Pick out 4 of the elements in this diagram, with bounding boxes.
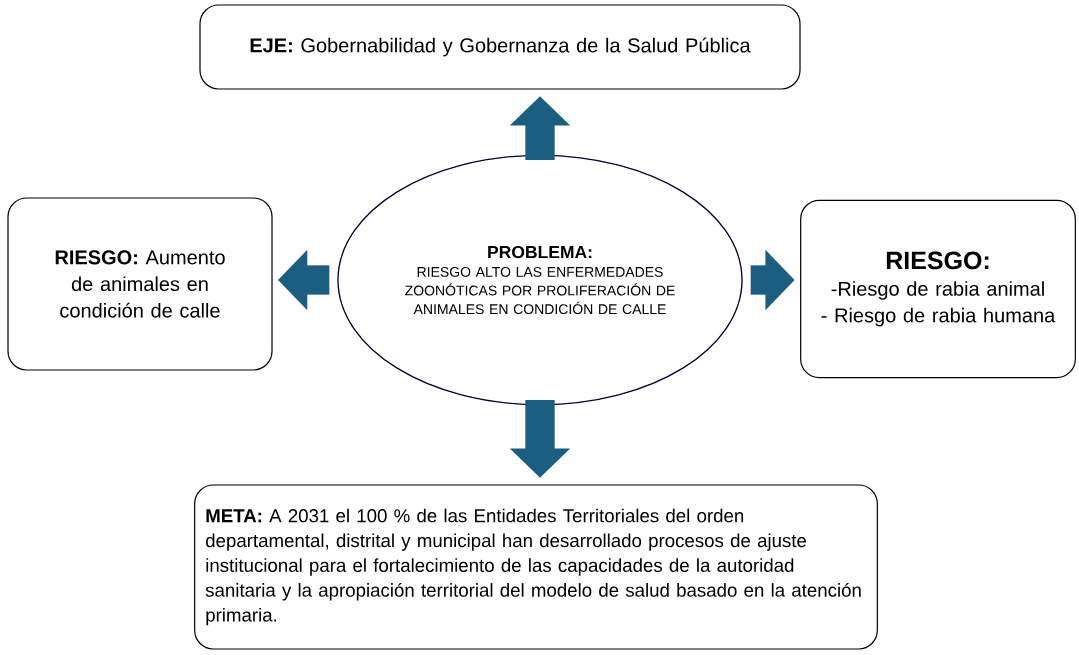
risk-box: RIESGO: -Riesgo de rabia animal - Riesgo de rabia humana: [800, 199, 1076, 379]
risk-box: RIESGO: Aumento de animales en condición de calle: [7, 197, 273, 371]
goal-box: META: A 2031 el 100 % de las Entidades Territoriales del orden departamental, distrital y municipal han desarrollado procesos de ajuste institucional para el fortalecimiento de las capacidades de la autoridad sanitaria y la apropiación territorial del modelo de salud basado en la atención primaria.: [194, 484, 878, 650]
axis-box: EJE: Gobernabilidad y Gobernanza de la Salud Pública: [199, 4, 801, 90]
